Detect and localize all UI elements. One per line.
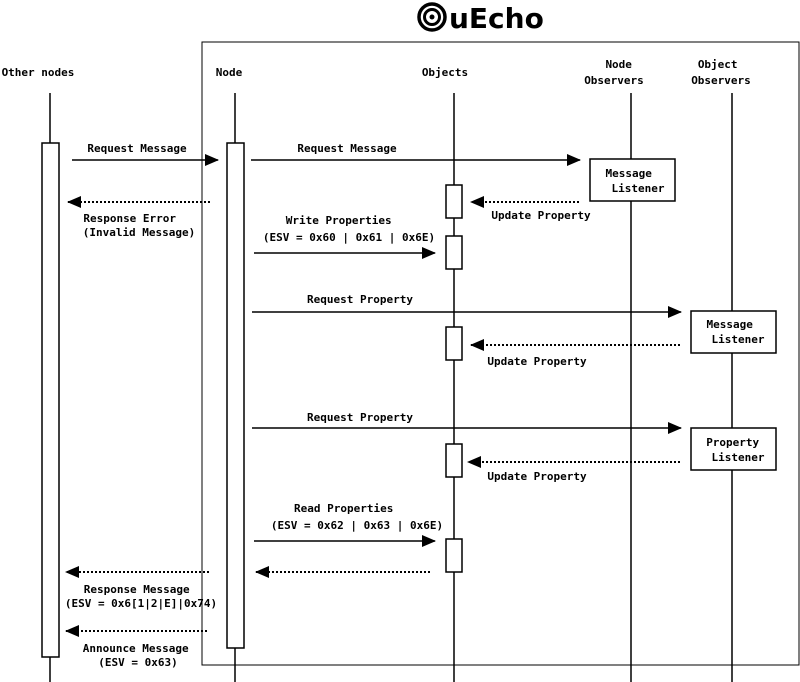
message-listener-1-text: Message Listener xyxy=(606,167,665,195)
participant-object-observers-line1: Object xyxy=(698,58,738,71)
activation-objects-1 xyxy=(445,184,463,219)
activation-objects-3 xyxy=(445,326,463,361)
label-write-properties: Write Properties (ESV = 0x60 | 0x61 | 0x… xyxy=(263,214,435,244)
label-announce-message-line1: Announce Message xyxy=(83,642,189,655)
participant-node: Node xyxy=(216,66,243,79)
system-boundary xyxy=(201,41,800,666)
activation-objects-4 xyxy=(445,443,463,478)
label-request-message-2: Request Message xyxy=(297,142,397,155)
activation-bars xyxy=(41,142,463,658)
label-response-message-line2: (ESV = 0x6[1|2|E]|0x74) xyxy=(65,597,217,610)
participant-node-observers: Node Observers xyxy=(584,58,644,87)
activation-objects-2 xyxy=(445,235,463,270)
property-listener-box: Property Listener xyxy=(690,427,777,471)
label-write-properties-line1: Write Properties xyxy=(286,214,392,227)
participant-object-observers: Object Observers xyxy=(691,58,751,87)
uecho-logo: uEcho xyxy=(417,2,544,35)
solid-arrows xyxy=(72,154,682,547)
label-announce-message-line2: (ESV = 0x63) xyxy=(98,656,177,669)
message-listener-box-2: Message Listener xyxy=(690,310,777,354)
label-read-properties-line1: Read Properties xyxy=(294,502,393,515)
property-listener-line2: Listener xyxy=(712,451,765,464)
property-listener-line1: Property xyxy=(706,436,759,449)
uecho-logo-icon xyxy=(417,2,447,32)
message-listener-1-line2: Listener xyxy=(612,182,665,195)
label-update-property-1: Update Property xyxy=(491,209,591,222)
message-listener-1-line1: Message xyxy=(606,167,653,180)
property-listener-text: Property Listener xyxy=(706,436,766,464)
activation-objects-5 xyxy=(445,538,463,573)
label-response-message: Response Message (ESV = 0x6[1|2|E]|0x74) xyxy=(65,583,217,610)
label-read-properties: Read Properties (ESV = 0x62 | 0x63 | 0x6… xyxy=(271,502,443,532)
message-listener-2-line1: Message xyxy=(707,318,754,331)
label-update-property-3: Update Property xyxy=(487,470,587,483)
activation-other-nodes xyxy=(41,142,60,658)
participant-object-observers-line2: Observers xyxy=(691,74,751,87)
message-listener-box-1: Message Listener xyxy=(589,158,676,202)
label-read-properties-line2: (ESV = 0x62 | 0x63 | 0x6E) xyxy=(271,519,443,532)
label-update-property-2: Update Property xyxy=(487,355,587,368)
logo-text: uEcho xyxy=(449,2,544,35)
message-listener-2-line2: Listener xyxy=(712,333,765,346)
label-request-property-2: Request Property xyxy=(307,411,413,424)
label-response-message-line1: Response Message xyxy=(84,583,190,596)
label-response-error: Response Error (Invalid Message) xyxy=(83,212,196,239)
label-response-error-line2: (Invalid Message) xyxy=(83,226,196,239)
dotted-arrows xyxy=(65,196,680,637)
participant-node-observers-line1: Node xyxy=(605,58,632,71)
activation-node xyxy=(226,142,245,649)
label-response-error-line1: Response Error xyxy=(83,212,176,225)
label-write-properties-line2: (ESV = 0x60 | 0x61 | 0x6E) xyxy=(263,231,435,244)
participant-node-observers-line2: Observers xyxy=(584,74,644,87)
participant-other-nodes: Other nodes xyxy=(2,66,75,79)
participant-objects: Objects xyxy=(422,66,468,79)
label-request-property-1: Request Property xyxy=(307,293,413,306)
label-announce-message: Announce Message (ESV = 0x63) xyxy=(83,642,196,669)
label-request-message-1: Request Message xyxy=(87,142,187,155)
message-listener-2-text: Message Listener xyxy=(707,318,765,346)
